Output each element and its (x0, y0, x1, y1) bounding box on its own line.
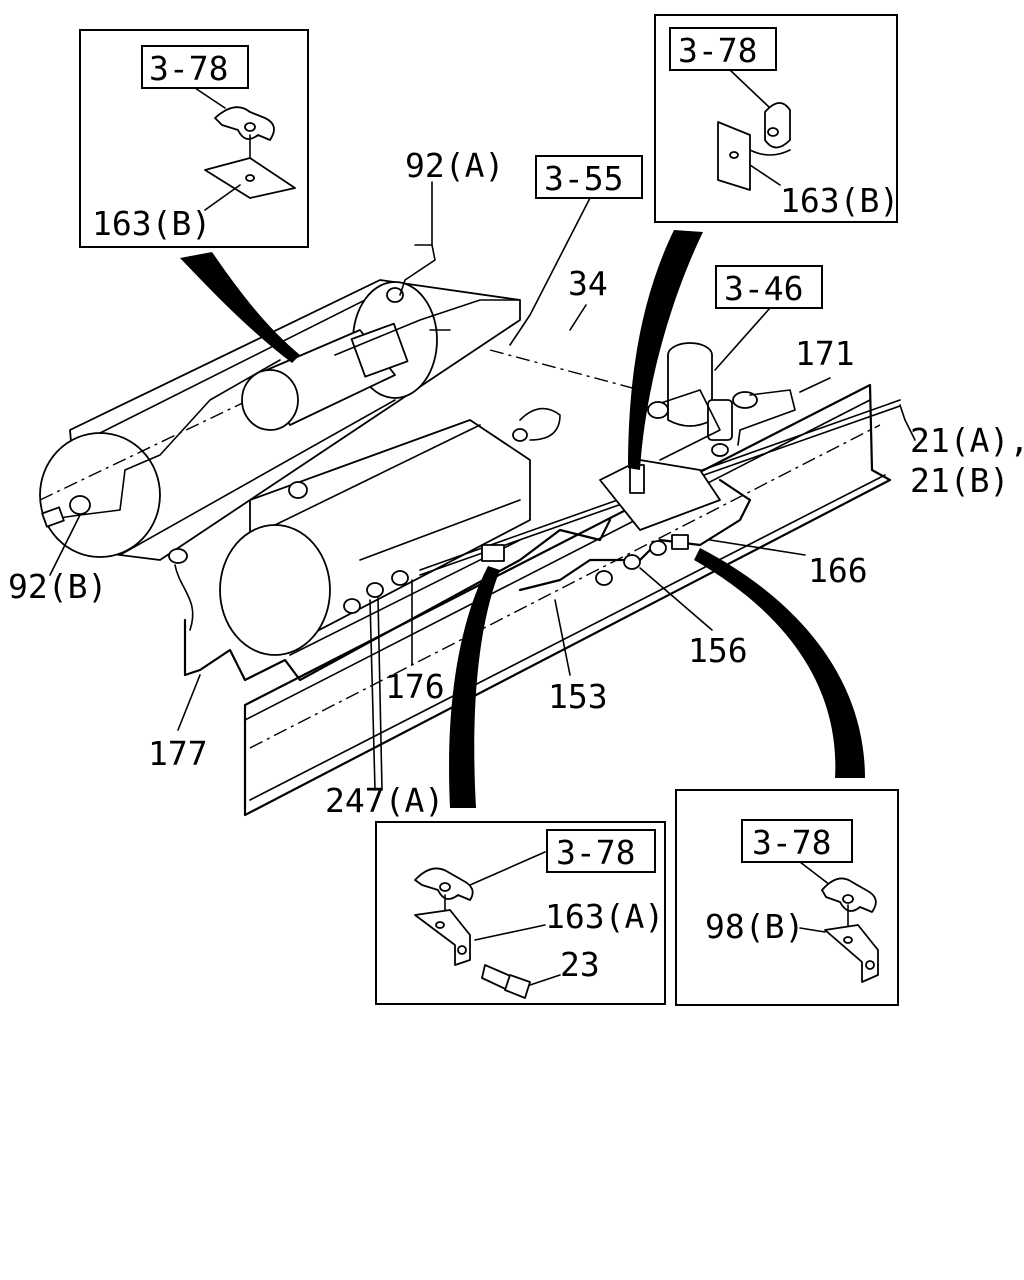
callout-top-right: 3-78 163(B) (654, 14, 899, 223)
ref-box-top-left (141, 45, 249, 89)
ref-3-55: 3-55 (535, 155, 643, 199)
part-label-177: 177 (148, 734, 208, 773)
air-dryer-unit (599, 342, 758, 531)
part-labels: 92(A) 34 171 21(A), 21(B) 92(B) 166 156 … (8, 146, 1024, 820)
ref-label-bottom-right: 3-78 (752, 823, 831, 862)
part-label-21b: 21(B) (910, 461, 1009, 500)
part-label-92a: 92(A) (405, 146, 504, 185)
air-tank-lower (219, 419, 531, 656)
part-label-153: 153 (548, 677, 608, 716)
leader-lines (49, 181, 916, 791)
part-label-23: 23 (560, 945, 600, 984)
detail-pointers (180, 230, 865, 808)
part-label-156: 156 (688, 631, 748, 670)
part-label-163b-top-left: 163(B) (92, 204, 211, 243)
ref-label-bottom-middle: 3-78 (556, 833, 635, 872)
callout-bottom-right: 3-78 98(B) (675, 789, 899, 1006)
ref-label-top-left: 3-78 (149, 49, 228, 88)
ref-label-3-46: 3-46 (724, 269, 803, 308)
part-label-163b-top-right: 163(B) (780, 181, 899, 220)
ref-label-top-right: 3-78 (678, 31, 757, 70)
ref-3-46: 3-46 (715, 265, 823, 309)
ref-label-3-55: 3-55 (544, 159, 623, 198)
part-label-92b: 92(B) (8, 567, 107, 606)
part-label-176: 176 (385, 667, 445, 706)
air-dryer-cylinder (241, 322, 409, 431)
part-label-34: 34 (568, 264, 608, 303)
part-label-98b: 98(B) (705, 907, 804, 946)
part-label-21a: 21(A), (910, 421, 1024, 460)
part-label-247a: 247(A) (325, 781, 444, 820)
ref-box-top-right (669, 27, 777, 71)
part-label-163a: 163(A) (545, 897, 664, 936)
part-label-166: 166 (808, 551, 868, 590)
ref-box-bottom-middle (546, 829, 656, 873)
bracket-171 (512, 389, 796, 446)
callout-bottom-middle: 3-78 163(A) 23 (375, 821, 666, 1005)
callout-top-left: 3-78 163(B) (79, 29, 309, 248)
part-label-171: 171 (795, 334, 855, 373)
ref-box-bottom-right (741, 819, 853, 863)
fittings (41, 287, 689, 614)
